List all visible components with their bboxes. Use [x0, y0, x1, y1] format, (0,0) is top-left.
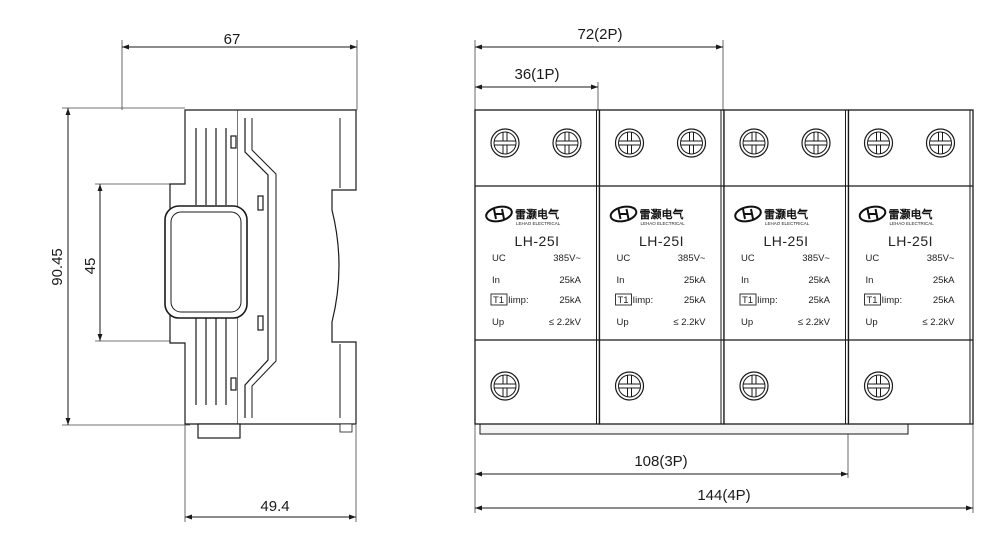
t1-badge-box: [615, 293, 632, 306]
t1-badge: T1: [742, 295, 753, 306]
uc-label: UC: [741, 253, 755, 264]
screw-terminal-icon[interactable]: [739, 128, 769, 158]
screw-terminal-icon[interactable]: [614, 128, 645, 158]
screw-terminal-icon[interactable]: [614, 371, 645, 401]
t1-badge: T1: [867, 295, 878, 306]
up-value: ≤ 2.2kV: [673, 317, 706, 328]
t1-badge: T1: [618, 295, 629, 306]
lehao-logo-icon: [485, 205, 513, 223]
in-label: In: [492, 275, 500, 286]
iimp-value: 25kA: [559, 295, 581, 306]
four-pole-label: 144(4P): [697, 487, 750, 504]
model-name: LH-25I: [639, 233, 684, 249]
in-label: In: [741, 275, 749, 286]
iimp-value: 25kA: [933, 295, 955, 306]
depth-label: 49.4: [260, 498, 289, 515]
screw-terminal-icon[interactable]: [863, 371, 894, 401]
screw-terminal-icon[interactable]: [490, 371, 520, 401]
uc-label: UC: [617, 253, 631, 264]
side-body: [164, 109, 357, 439]
front-view: 72(2P) 36(1P) 108(3P) 144(4P) 雷灏电气LEHAO …: [474, 26, 974, 513]
brand-name: 雷灏电气: [764, 207, 808, 221]
up-value: ≤ 2.2kV: [798, 317, 831, 328]
up-value: ≤ 2.2kV: [549, 317, 582, 328]
model-name: LH-25I: [763, 233, 808, 249]
t1-badge: T1: [493, 295, 504, 306]
up-label: Up: [492, 317, 504, 328]
module-housing: [598, 109, 725, 425]
up-label: Up: [741, 317, 753, 328]
uc-value: 385V~: [678, 253, 706, 264]
up-label: Up: [866, 317, 878, 328]
width-label: 67: [224, 31, 241, 48]
in-value: 25kA: [808, 275, 830, 286]
brand-name-en: LEHAO ELECTRICAL: [516, 221, 561, 226]
model-name: LH-25I: [888, 233, 933, 249]
one-pole-label: 36(1P): [514, 66, 559, 83]
uc-label: UC: [492, 253, 506, 264]
t1-badge-box: [739, 293, 757, 306]
uc-value: 385V~: [802, 253, 830, 264]
lehao-logo-icon: [858, 205, 887, 223]
model-name: LH-25I: [514, 233, 559, 249]
t1-badge-box: [490, 293, 508, 306]
up-value: ≤ 2.2kV: [922, 317, 955, 328]
iimp-label: Iimp:: [508, 295, 529, 306]
three-pole-label: 108(3P): [634, 453, 687, 470]
lehao-logo-icon: [734, 205, 762, 223]
screw-terminal-icon[interactable]: [490, 128, 520, 158]
module-housing: [723, 109, 850, 425]
two-pole-label: 72(2P): [577, 26, 622, 43]
side-view: 67 90.45 45 49.4: [49, 31, 358, 522]
uc-value: 385V~: [553, 253, 581, 264]
iimp-label: Iimp:: [757, 295, 778, 306]
lehao-logo-icon: [609, 205, 638, 223]
iimp-value: 25kA: [808, 295, 830, 306]
screw-terminal-icon[interactable]: [676, 128, 707, 158]
in-value: 25kA: [559, 275, 581, 286]
screw-terminal-icon[interactable]: [739, 371, 769, 401]
up-label: Up: [617, 317, 629, 328]
in-value: 25kA: [684, 275, 706, 286]
screw-terminal-icon[interactable]: [863, 128, 894, 158]
uc-label: UC: [866, 253, 880, 264]
screw-terminal-icon[interactable]: [801, 128, 831, 158]
t1-badge-box: [864, 293, 881, 306]
in-label: In: [617, 275, 625, 286]
iimp-label: Iimp:: [633, 295, 654, 306]
uc-value: 385V~: [927, 253, 955, 264]
module-housing: [847, 109, 974, 425]
brand-name: 雷灏电气: [515, 207, 559, 221]
height-label: 90.45: [49, 248, 66, 286]
in-label: In: [866, 275, 874, 286]
brand-name-en: LEHAO ELECTRICAL: [890, 221, 935, 226]
iimp-value: 25kA: [684, 295, 706, 306]
screw-terminal-icon[interactable]: [552, 128, 582, 158]
inner-height-label: 45: [82, 258, 99, 275]
in-value: 25kA: [933, 275, 955, 286]
screw-terminal-icon[interactable]: [925, 128, 956, 158]
module-housing: [474, 109, 601, 425]
brand-name-en: LEHAO ELECTRICAL: [765, 221, 810, 226]
iimp-label: Iimp:: [882, 295, 903, 306]
brand-name: 雷灏电气: [640, 207, 684, 221]
brand-name: 雷灏电气: [889, 207, 933, 221]
brand-name-en: LEHAO ELECTRICAL: [641, 221, 686, 226]
